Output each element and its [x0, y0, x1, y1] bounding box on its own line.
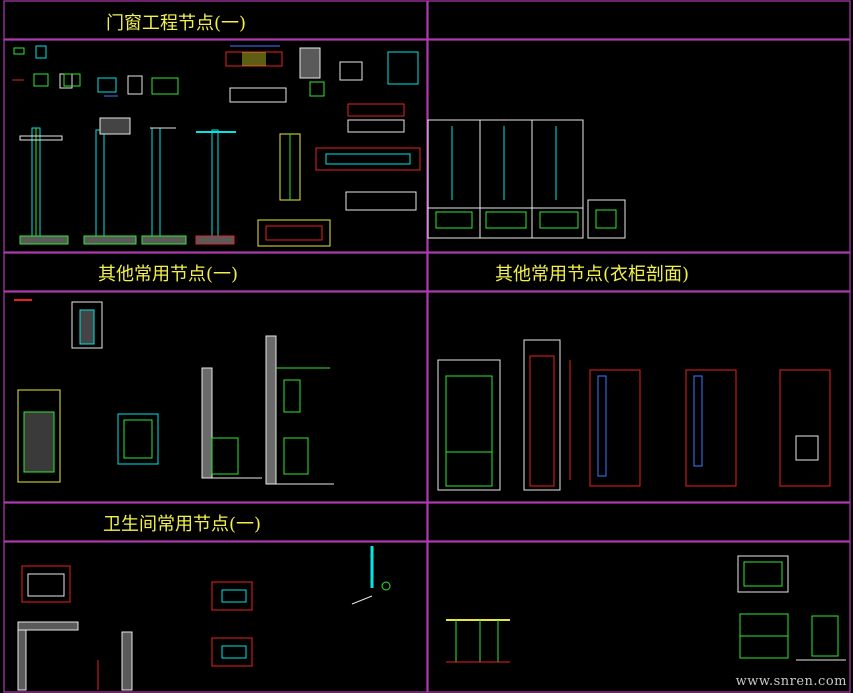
- panel-title-wardrobe-section: 其他常用节点(衣柜剖面): [495, 264, 689, 285]
- panel-title-door-window: 门窗工程节点(一): [106, 13, 246, 34]
- bottom-right-drawings: [446, 555, 846, 663]
- panel-title-bathroom-nodes: 卫生间常用节点(一): [103, 514, 261, 535]
- bathroom-node-drawings: [17, 546, 391, 691]
- door-elevation-thumbnails: [427, 119, 626, 239]
- door-window-detail-drawings: [12, 45, 421, 247]
- wardrobe-section-drawings: [437, 339, 831, 491]
- other-nodes-drawings: [14, 299, 334, 485]
- watermark: www.snren.com: [735, 674, 847, 689]
- panel-title-other-nodes: 其他常用节点(一): [98, 264, 238, 285]
- panel-frames: [3, 0, 851, 693]
